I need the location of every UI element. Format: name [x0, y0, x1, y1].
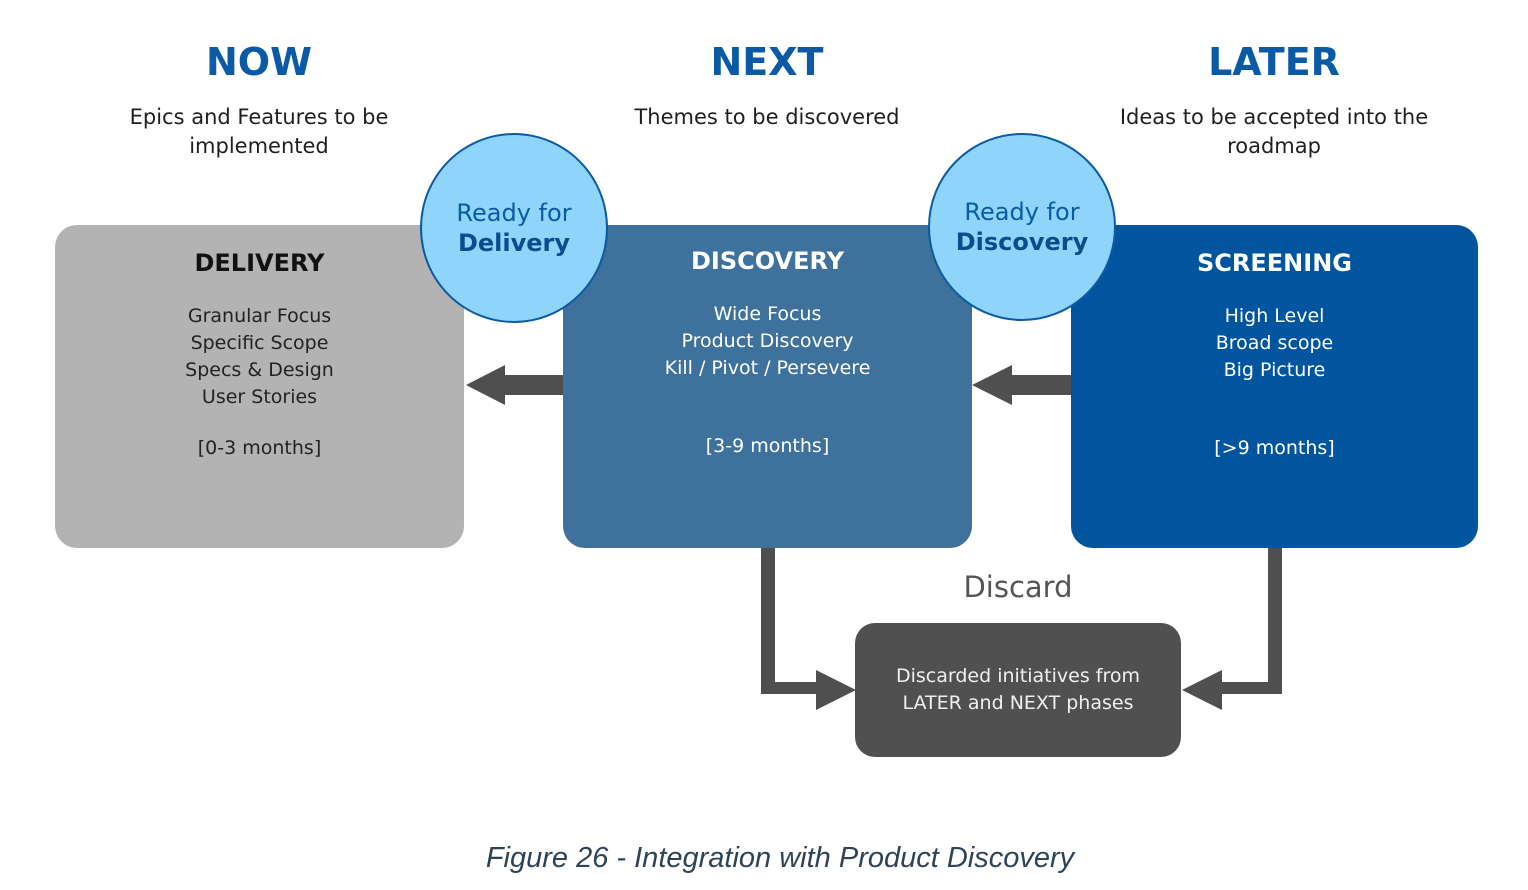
phase-title-later: LATER [1208, 40, 1340, 84]
figure-caption: Figure 26 - Integration with Product Dis… [485, 842, 1075, 874]
delivery-timeframe: [0-3 months] [197, 437, 322, 459]
phase-subtitle-later-line2: roadmap [1227, 134, 1321, 158]
phase-subtitle-later: Ideas to be accepted into the roadmap [1104, 103, 1444, 161]
phase-title-now: NOW [205, 40, 313, 84]
phase-subtitle-later-line1: Ideas to be accepted into the [1119, 105, 1429, 129]
phase-subtitle-now-line2: implemented [189, 134, 329, 158]
discovery-line: Wide Focus [713, 303, 822, 325]
screening-timeframe: [>9 months] [1214, 437, 1335, 459]
discard-box-line1: Discarded initiatives from [895, 665, 1140, 687]
screening-title: SCREENING [1197, 249, 1352, 277]
delivery-line: Specific Scope [190, 332, 329, 354]
screening-list: High Level Broad scope Big Picture [1071, 303, 1478, 384]
phase-title-next: NEXT [710, 40, 824, 84]
gate-delivery-line1: Ready for [456, 199, 572, 227]
delivery-box: DELIVERY Granular Focus Specific Scope S… [55, 225, 464, 548]
delivery-line: Granular Focus [187, 305, 332, 327]
screening-box: SCREENING High Level Broad scope Big Pic… [1071, 225, 1478, 548]
gate-delivery-line2: Delivery [457, 229, 571, 257]
discarded-initiatives-box: Discarded initiatives from LATER and NEX… [855, 623, 1181, 757]
gate-discovery-line2: Discovery [955, 228, 1089, 256]
discovery-title: DISCOVERY [690, 247, 845, 275]
delivery-line: Specs & Design [185, 359, 334, 381]
discard-box-line2: LATER and NEXT phases [902, 692, 1134, 714]
arrow-discovery-to-discard [761, 548, 856, 710]
delivery-line: User Stories [201, 386, 318, 408]
screening-line: High Level [1224, 305, 1325, 327]
arrow-discovery-to-delivery [466, 365, 566, 405]
discovery-line: Product Discovery [681, 330, 854, 352]
screening-line: Broad scope [1215, 332, 1334, 354]
discovery-list: Wide Focus Product Discovery Kill / Pivo… [563, 301, 972, 382]
discovery-box: DISCOVERY Wide Focus Product Discovery K… [563, 225, 972, 548]
screening-line: Big Picture [1223, 359, 1326, 381]
phase-subtitle-now-line1: Epics and Features to be [129, 105, 389, 129]
ready-for-discovery-gate: Ready for Discovery [928, 133, 1116, 321]
ready-for-delivery-gate: Ready for Delivery [420, 133, 608, 323]
discard-label: Discard [963, 570, 1073, 604]
phase-subtitle-next: Themes to be discovered [607, 103, 927, 132]
phase-subtitle-next-line1: Themes to be discovered [634, 105, 900, 129]
delivery-title: DELIVERY [194, 249, 325, 277]
delivery-list: Granular Focus Specific Scope Specs & De… [55, 303, 464, 411]
phase-subtitle-now: Epics and Features to be implemented [99, 103, 419, 161]
arrow-screening-to-discovery [972, 365, 1074, 405]
gate-discovery-line1: Ready for [964, 198, 1080, 226]
discovery-timeframe: [3-9 months] [705, 435, 830, 457]
arrow-screening-to-discard [1182, 548, 1282, 710]
discovery-line: Kill / Pivot / Persevere [664, 357, 871, 379]
